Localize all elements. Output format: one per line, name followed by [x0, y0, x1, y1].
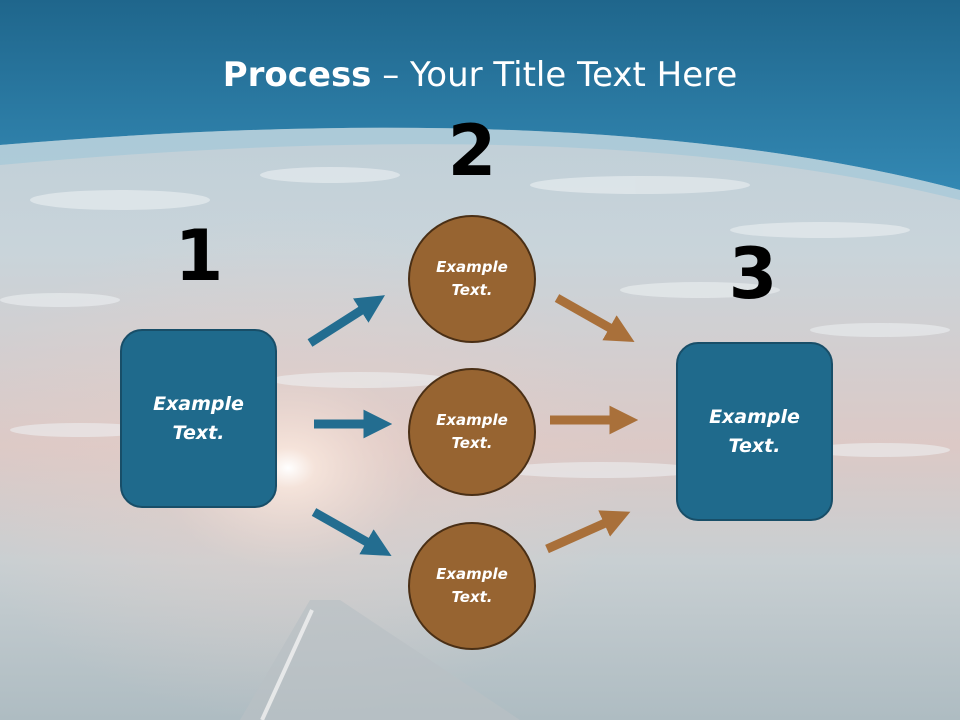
circle-bottom: Example Text. [408, 522, 536, 650]
circle-top-line-1: Example [436, 258, 508, 276]
circle-top: Example Text. [408, 215, 536, 343]
left-box-line-2: Text. [172, 421, 225, 444]
left-text-box: Example Text. [120, 329, 277, 508]
arrow-blue-up [307, 295, 385, 347]
circle-middle-line-2: Text. [451, 434, 493, 452]
arrow-brown-up [545, 510, 631, 554]
circle-middle: Example Text. [408, 368, 536, 496]
circle-middle-line-1: Example [436, 411, 508, 429]
right-box-line-1: Example [709, 405, 800, 428]
right-text-box: Example Text. [676, 342, 833, 521]
circle-top-line-2: Text. [451, 281, 493, 299]
step-number-1: 1 [174, 215, 224, 297]
circle-bottom-line-1: Example [436, 565, 508, 583]
title-bold-part: Process [222, 55, 372, 95]
step-number-3: 3 [728, 233, 778, 315]
left-box-line-1: Example [153, 392, 244, 415]
slide-title: Process – Your Title Text Here [0, 50, 960, 100]
step-number-2: 2 [447, 110, 497, 192]
title-rest-part: – Your Title Text Here [371, 55, 738, 95]
arrow-blue-down [311, 508, 392, 556]
right-box-line-2: Text. [728, 434, 781, 457]
circle-bottom-line-2: Text. [451, 588, 493, 606]
arrow-brown-down [554, 294, 635, 342]
